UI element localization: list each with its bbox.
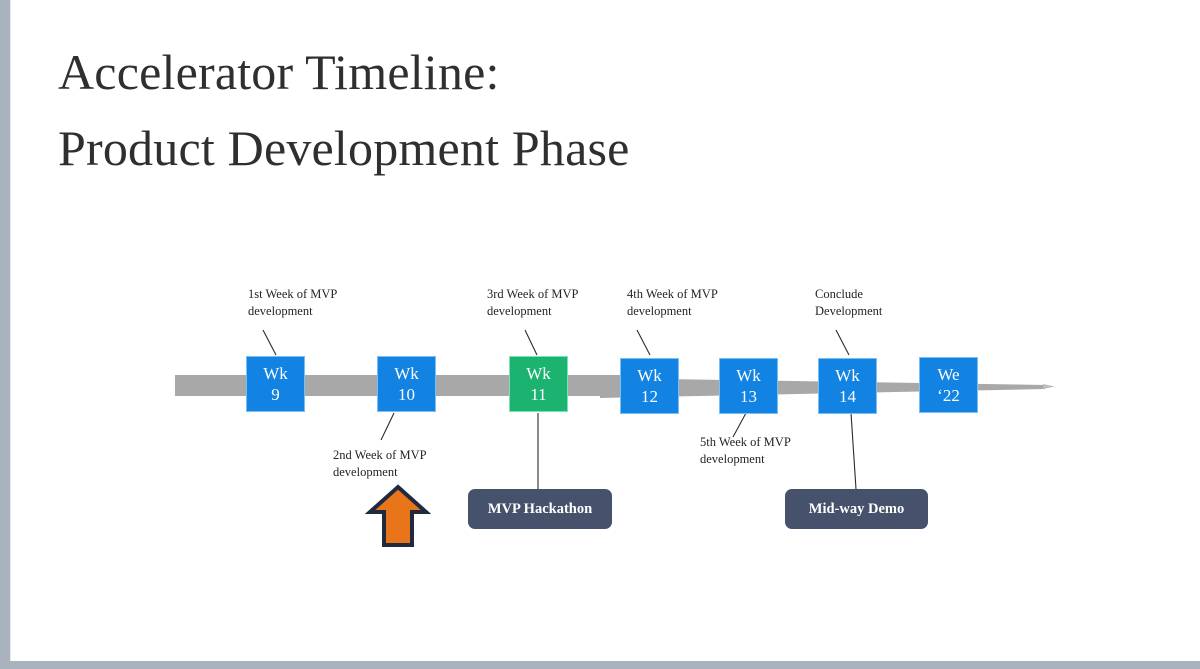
note-line-2: development: [700, 452, 765, 466]
timeline-note-5th-week: 5th Week of MVP development: [700, 434, 830, 468]
milestone-label-top: We: [937, 365, 960, 384]
leader-line-wk13: [732, 412, 747, 438]
milestone-label-bottom: 14: [839, 387, 856, 406]
callout-label: Mid-way Demo: [808, 500, 905, 517]
leader-line-wk14: [835, 329, 850, 356]
milestone-label-bottom: 9: [271, 385, 280, 404]
timeline-milestone-wk11[interactable]: Wk 11: [509, 356, 568, 412]
leader-line-wk11: [524, 329, 538, 356]
timeline-milestone-wk10[interactable]: Wk 10: [377, 356, 436, 412]
timeline-note-conclude: Conclude Development: [815, 286, 935, 320]
note-line-2: development: [333, 465, 398, 479]
timeline-milestone-wk12[interactable]: Wk 12: [620, 358, 679, 414]
milestone-label-top: Wk: [637, 366, 662, 385]
note-line-1: 2nd Week of MVP: [333, 448, 427, 462]
leader-lines: [262, 329, 857, 490]
bottom-edge-strip: [0, 661, 1200, 669]
timeline-note-1st-week: 1st Week of MVP development: [248, 286, 368, 320]
note-line-2: Development: [815, 304, 883, 318]
callout-mvp-hackathon[interactable]: MVP Hackathon: [468, 489, 612, 529]
timeline-milestone-wk9[interactable]: Wk 9: [246, 356, 305, 412]
milestone-label-top: Wk: [736, 366, 761, 385]
milestone-label-bottom: 12: [641, 387, 658, 406]
milestone-label-bottom: ‘22: [937, 386, 960, 405]
note-line-1: 4th Week of MVP: [627, 287, 718, 301]
leader-line-wk10: [380, 412, 395, 441]
connector-midway-demo: [850, 412, 857, 490]
note-line-1: 3rd Week of MVP: [487, 287, 579, 301]
milestone-label-top: Wk: [263, 364, 288, 383]
timeline-milestone-wk14[interactable]: Wk 14: [818, 358, 877, 414]
milestone-label-top: Wk: [526, 364, 551, 383]
up-arrow-highlight: [364, 484, 432, 547]
note-line-2: development: [487, 304, 552, 318]
milestone-label-bottom: 11: [530, 385, 547, 404]
left-edge-strip: [0, 0, 10, 669]
note-line-2: development: [248, 304, 313, 318]
timeline-milestone-wk13[interactable]: Wk 13: [719, 358, 778, 414]
title-line-1: Accelerator Timeline:: [58, 44, 500, 100]
timeline-note-3rd-week: 3rd Week of MVP development: [487, 286, 607, 320]
milestone-label-bottom: 13: [740, 387, 757, 406]
timeline-note-4th-week: 4th Week of MVP development: [627, 286, 747, 320]
milestone-label-top: Wk: [835, 366, 860, 385]
note-line-1: 1st Week of MVP: [248, 287, 338, 301]
callout-label: MVP Hackathon: [487, 500, 593, 517]
timeline-note-2nd-week: 2nd Week of MVP development: [333, 447, 463, 481]
milestone-label-top: Wk: [394, 364, 419, 383]
title-line-2: Product Development Phase: [58, 120, 630, 176]
leader-line-wk9: [262, 329, 277, 356]
note-line-1: 5th Week of MVP: [700, 435, 791, 449]
callout-midway-demo[interactable]: Mid-way Demo: [785, 489, 928, 529]
note-line-1: Conclude: [815, 287, 863, 301]
timeline-milestone-we22[interactable]: We ‘22: [919, 357, 978, 413]
milestone-label-bottom: 10: [398, 385, 415, 404]
page-title: Accelerator Timeline: Product Developmen…: [58, 34, 630, 186]
leader-line-wk12: [636, 329, 651, 356]
left-edge-divider: [10, 0, 11, 661]
note-line-2: development: [627, 304, 692, 318]
